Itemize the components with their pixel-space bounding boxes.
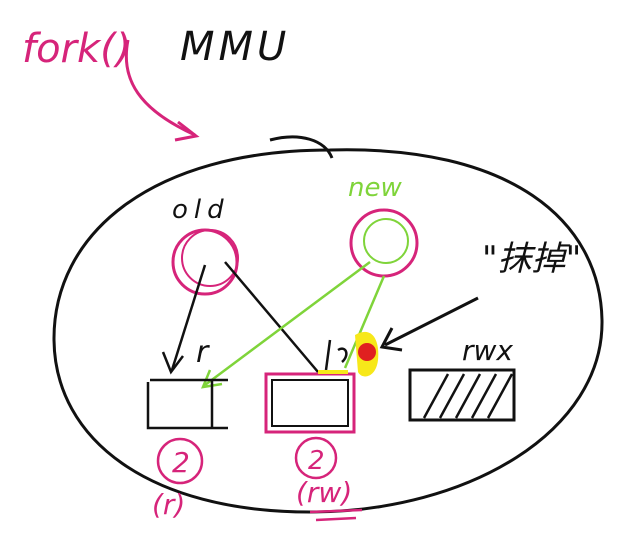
page1-refcount-circle — [156, 437, 204, 485]
old-to-page2-line — [224, 261, 319, 373]
old-to-page1-line — [170, 264, 207, 371]
erase-annotation-arrowhead — [379, 327, 403, 352]
erase-annotation: "抹掉" — [482, 239, 581, 279]
old-process-circle-overdraw — [181, 229, 239, 287]
page3-hatching — [422, 373, 514, 419]
address-space-ellipse — [52, 148, 604, 514]
fork-call-label: fork() — [22, 26, 131, 72]
new-to-page1-arrowhead — [200, 369, 223, 389]
new-process-circle-inner — [363, 218, 409, 264]
erase-annotation-arrow — [384, 296, 479, 347]
page2-perm-strokes — [324, 339, 348, 371]
page1-refcount: 2 — [172, 446, 190, 479]
page3-frame — [408, 368, 516, 422]
new-to-page1-line — [204, 260, 371, 387]
ellipse-top-stroke — [269, 135, 334, 159]
page2-state-underline — [309, 508, 363, 522]
page1-state: (r) — [152, 488, 185, 521]
new-to-page2-line — [343, 275, 386, 369]
fork-arrow-head — [174, 120, 200, 142]
page2-state: (rw) — [296, 476, 352, 509]
page2-red-mark — [358, 343, 376, 361]
page2-frame — [264, 372, 356, 434]
mmu-label: MMU — [180, 24, 290, 70]
page1-perm-label: r — [196, 335, 210, 370]
old-process-label: old — [172, 195, 230, 225]
page3-perm-label: rwx — [462, 334, 513, 367]
page2-frame-inner — [271, 379, 349, 427]
page2-refcount-circle — [294, 436, 338, 480]
new-process-label: new — [348, 173, 402, 203]
page2-refcount: 2 — [308, 446, 325, 476]
page1-frame — [146, 378, 228, 430]
fork-arrow — [124, 39, 196, 137]
old-to-page1-arrowhead — [161, 351, 184, 375]
